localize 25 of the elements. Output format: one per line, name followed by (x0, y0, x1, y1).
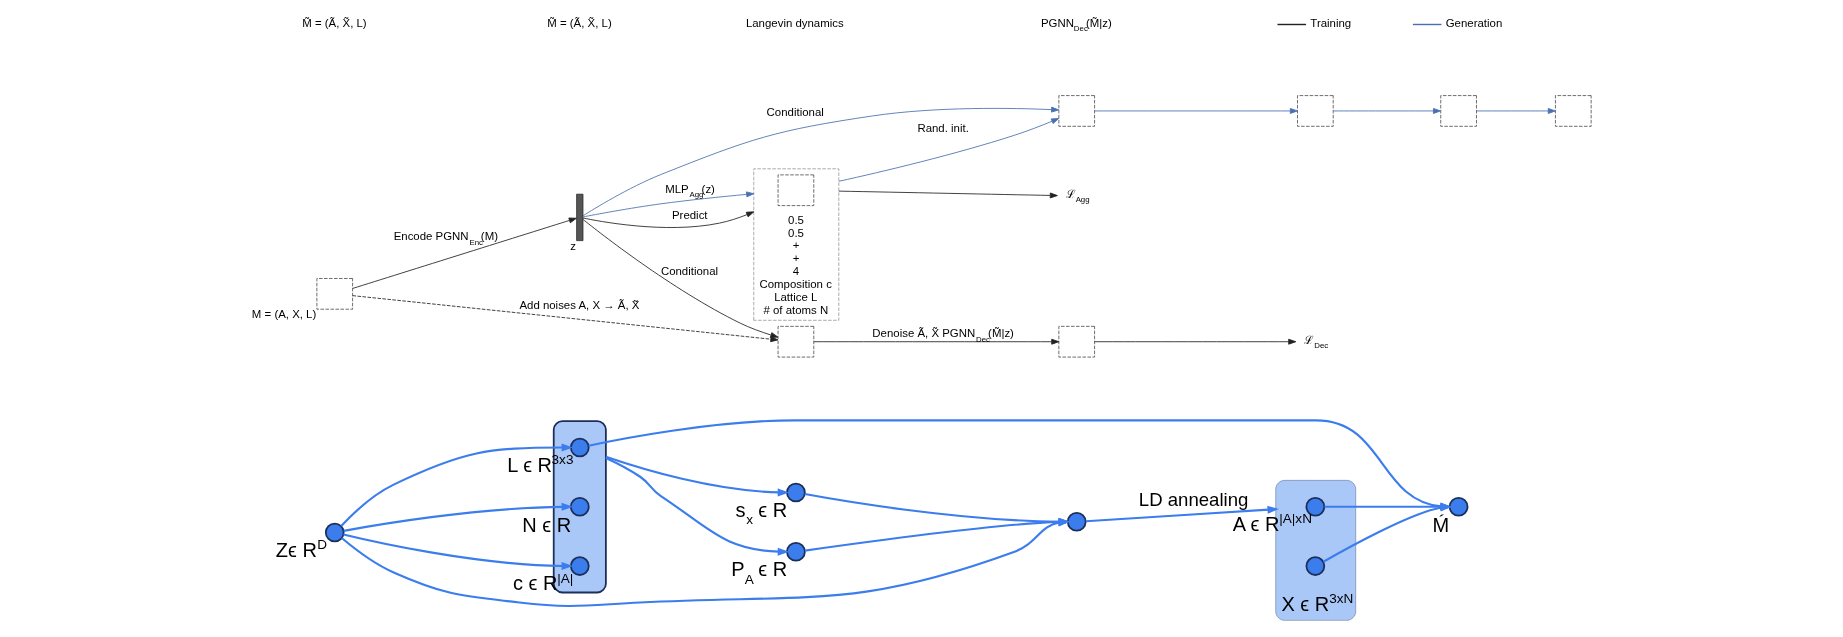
edge-label: Conditional (766, 105, 824, 118)
node-label: Zϵ R$^{D}$ (275, 537, 328, 561)
node-label: Ḿ (1432, 513, 1450, 536)
label: Langevin dynamics (745, 17, 844, 30)
edge-label: LD annealing (1138, 488, 1249, 510)
node-label: s$_{x}$ ϵ R (735, 498, 788, 528)
node-label: N ϵ R (522, 513, 572, 536)
node-label: P$_{A}$ ϵ R (731, 558, 788, 587)
node-label: A ϵ R$^{|A|xN}$ (1232, 511, 1312, 535)
node-text: ℒ$_{Agg}$ (1065, 187, 1090, 205)
edge-label: Conditional (660, 265, 719, 278)
label: M̃ = (Ã, X̃, L) (547, 17, 612, 30)
label: PGNN$_{Dec}$(M̃|z) (1041, 16, 1112, 33)
edge-label: MLP$_{Agg}$(z) (665, 182, 715, 200)
edge-label: Predict (671, 209, 708, 222)
node-label: M = (A, X, L) (251, 308, 317, 321)
legend-label: Generation (1445, 17, 1503, 30)
edge-label: Rand. init. (917, 121, 969, 134)
edge-label: Encode PGNN$_{Enc}$(M) (393, 230, 498, 247)
legend-label: Training (1310, 17, 1352, 30)
node-text: ℒ$_{Dec}$ (1304, 333, 1329, 351)
label: M̃ = (Ã, X̃, L) (302, 17, 367, 30)
node-label: X ϵ R$^{3xN}$ (1281, 591, 1354, 615)
edge-label: Add noises A, X → Ã, X̃ (519, 299, 640, 312)
node-label: z (570, 239, 576, 252)
